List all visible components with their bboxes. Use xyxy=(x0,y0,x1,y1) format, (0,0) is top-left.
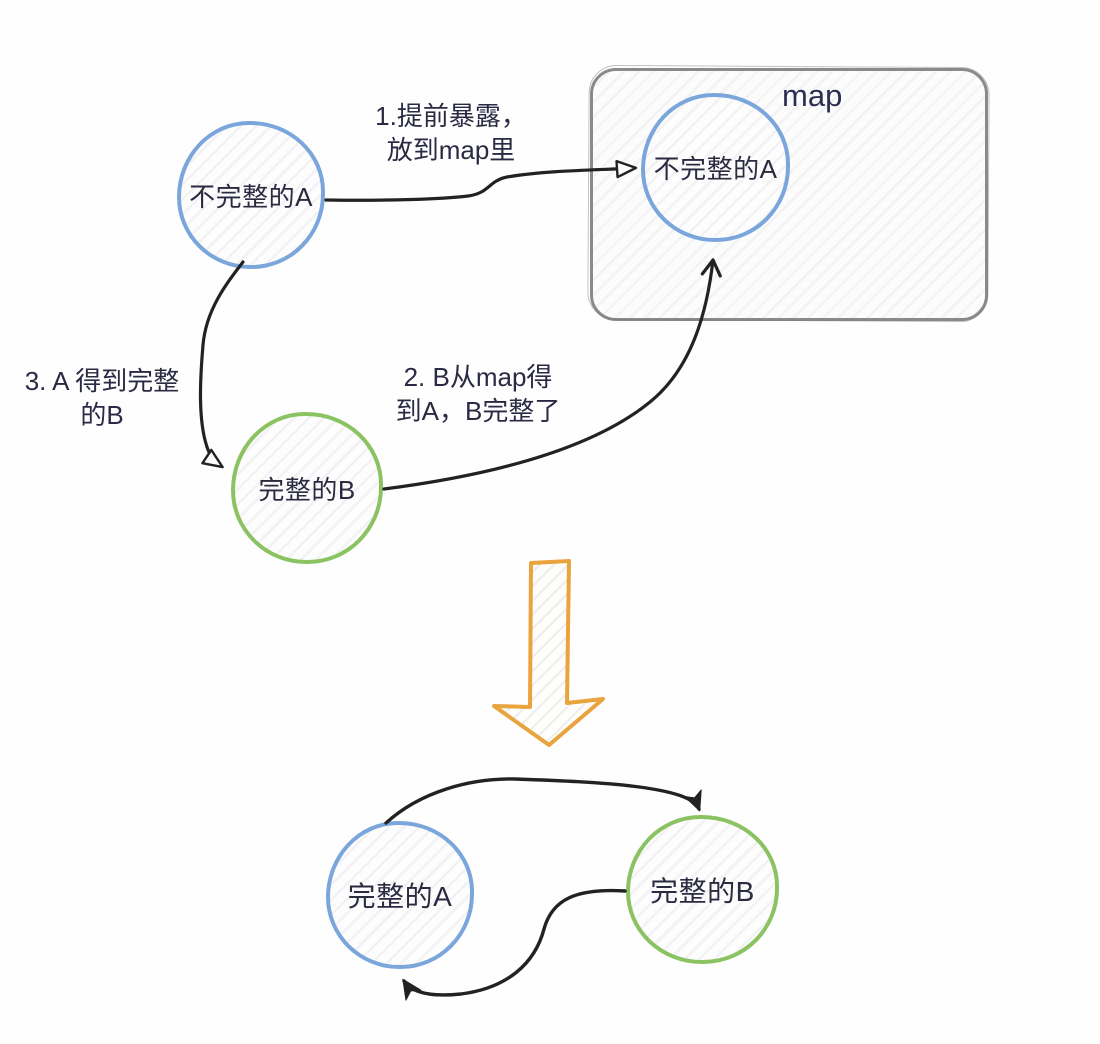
annotation-step2-line2: 到A，B完整了 xyxy=(395,396,561,426)
arrow-complete-a-to-b xyxy=(384,777,702,825)
annotation-step2: 2. B从map得 到A，B完整了 xyxy=(360,360,596,428)
node-complete-b-final: 完整的B xyxy=(626,815,779,964)
node-complete-b-label: 完整的B xyxy=(258,474,356,505)
map-container-label: map xyxy=(782,78,843,113)
big-down-arrow-icon xyxy=(492,559,605,747)
annotation-step2-line1: 2. B从map得 xyxy=(403,362,553,392)
node-incomplete-a: 不完整的A xyxy=(177,121,325,269)
annotation-step1-line2: 放到map里 xyxy=(386,135,516,165)
node-complete-a-final-label: 完整的A xyxy=(347,881,453,912)
annotation-step3-line2: 的B xyxy=(80,400,124,430)
node-complete-b: 完整的B xyxy=(231,412,383,564)
node-complete-a-final: 完整的A xyxy=(326,821,474,969)
node-incomplete-a-in-map-label: 不完整的A xyxy=(653,154,778,184)
annotation-step1-line1: 1.提前暴露， xyxy=(375,101,527,131)
node-incomplete-a-label: 不完整的A xyxy=(189,181,313,212)
node-complete-b-final-label: 完整的B xyxy=(650,875,755,907)
arrow-step3-a-gets-b xyxy=(198,260,245,469)
annotation-step3-line1: 3. A 得到完整 xyxy=(24,366,180,396)
node-incomplete-a-in-map: 不完整的A xyxy=(641,93,790,242)
arrow-step1-expose-to-map xyxy=(324,159,638,202)
annotation-step1: 1.提前暴露， 放到map里 xyxy=(348,99,554,167)
annotation-step3: 3. A 得到完整 的B xyxy=(0,364,204,432)
